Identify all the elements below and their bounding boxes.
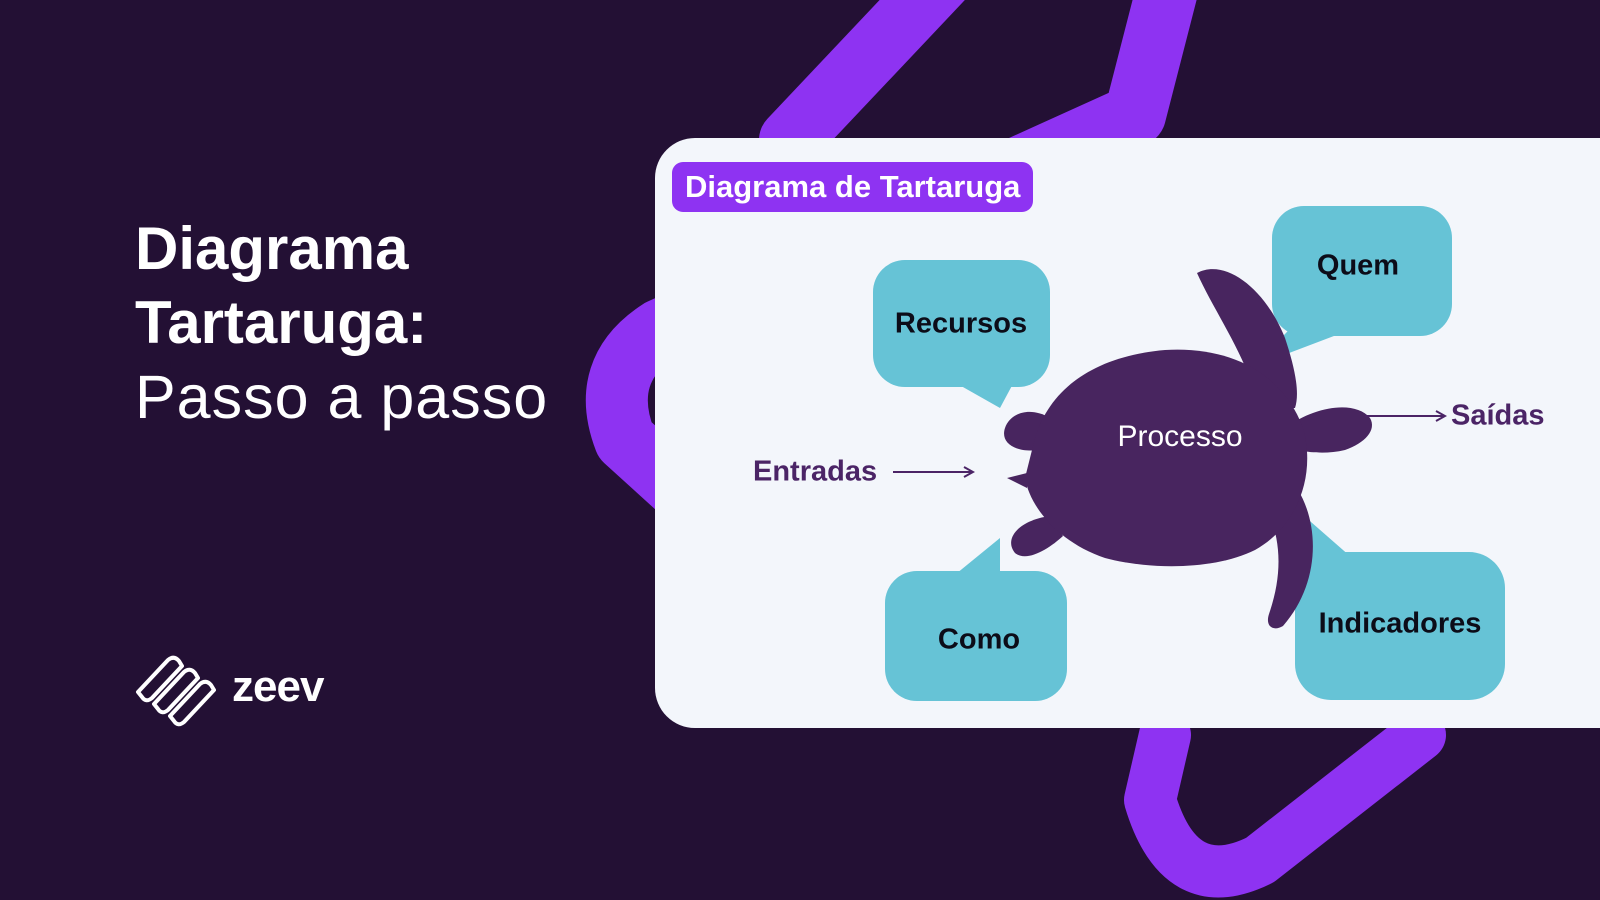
bubble-recursos: Recursos bbox=[873, 260, 1050, 408]
headline-line-1: Diagrama bbox=[135, 215, 409, 282]
bubble-como: Como bbox=[885, 538, 1067, 701]
flow-label-saidas: Saídas bbox=[1451, 400, 1545, 432]
diagram-card: Recursos Quem Como Indicadores bbox=[655, 138, 1600, 728]
headline-subtitle: Passo a passo bbox=[135, 363, 549, 431]
bubble-indicadores: Indicadores bbox=[1295, 508, 1505, 700]
bubble-label-indicadores: Indicadores bbox=[1319, 608, 1482, 640]
zeev-wordmark: zeev bbox=[232, 662, 324, 711]
center-label-processo: Processo bbox=[1117, 420, 1242, 453]
zeev-logo: zeev bbox=[134, 652, 324, 728]
bubble-label-quem: Quem bbox=[1317, 250, 1399, 282]
bubble-label-recursos: Recursos bbox=[895, 308, 1027, 340]
zeev-zigzag-logo-icon bbox=[136, 655, 216, 727]
headline: Diagrama Tartaruga: Passo a passo bbox=[135, 212, 548, 434]
turtle-diagram: Recursos Quem Como Indicadores bbox=[753, 206, 1545, 701]
flow-label-entradas: Entradas bbox=[753, 456, 877, 488]
bubble-label-como: Como bbox=[938, 624, 1020, 656]
turtle-icon bbox=[1004, 269, 1373, 629]
diagram-title-badge: Diagrama de Tartaruga bbox=[672, 162, 1034, 212]
headline-line-2: Tartaruga: bbox=[135, 289, 428, 356]
